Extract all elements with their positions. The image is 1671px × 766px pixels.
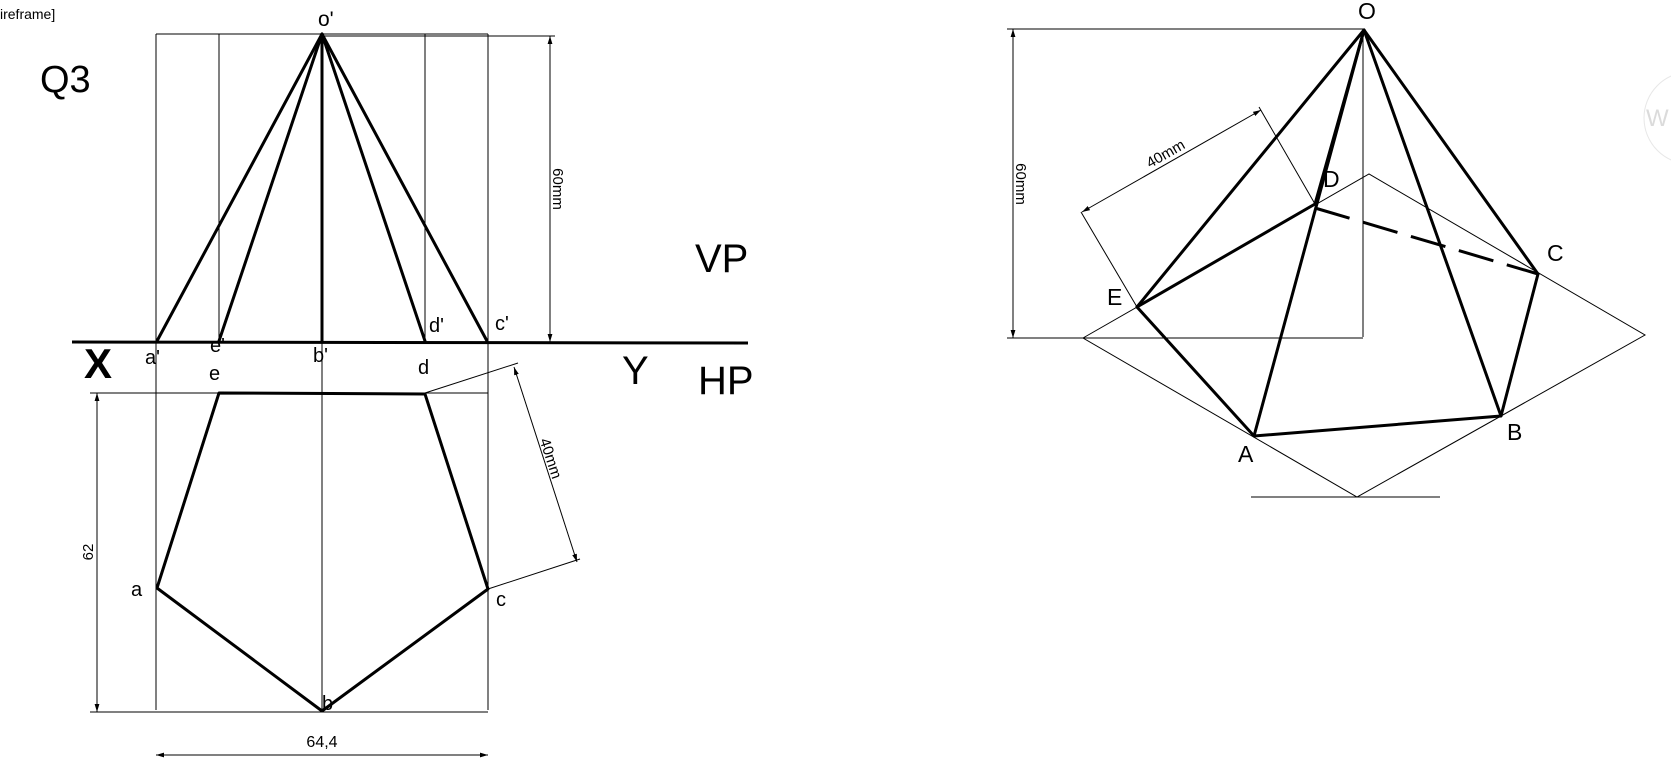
pictorial-side-dimension-label: 40mm <box>1143 136 1188 172</box>
elevation-label-e: e' <box>210 335 225 357</box>
quadrant-label: Q3 <box>40 59 91 101</box>
y-label: Y <box>622 349 649 393</box>
pictorial-label-B: B <box>1507 419 1522 445</box>
plan-side-dimension <box>513 366 578 563</box>
elevation-height-dimension-label: 60mm <box>549 168 566 210</box>
pictorial-view: 60mm 40mm O D C E A B <box>1007 0 1647 498</box>
elevation-pyramid-edges <box>155 32 489 343</box>
pictorial-label-E: E <box>1107 284 1122 310</box>
watermark: W <box>1643 75 1671 161</box>
elevation-label-d: d' <box>429 315 444 337</box>
elevation-label-o: o' <box>318 8 334 31</box>
plan-side-dimension-label: 40mm <box>536 436 565 481</box>
plan-label-d: d <box>418 357 429 379</box>
plan-width-dimension-label: 64,4 <box>306 734 337 751</box>
pictorial-label-D: D <box>1323 166 1340 192</box>
plan-depth-dimension-label: 62 <box>80 544 97 561</box>
pictorial-label-C: C <box>1547 240 1564 266</box>
plan-label-e: e <box>209 363 220 385</box>
pictorial-label-O: O <box>1358 0 1376 24</box>
xy-reference-line <box>71 340 749 345</box>
orthographic-views: 60mm 62 64,4 40mm Q3 VP HP X Y o' a' e' … <box>40 8 754 758</box>
x-label: X <box>84 340 112 387</box>
plan-label-a: a <box>131 579 143 601</box>
plan-label-c: c <box>496 589 506 611</box>
hp-label: HP <box>698 359 754 403</box>
plan-label-b: b <box>322 693 333 715</box>
pictorial-label-A: A <box>1238 441 1254 467</box>
pictorial-hidden-edge <box>1314 206 1539 276</box>
vp-label: VP <box>695 237 748 281</box>
svg-text:W: W <box>1646 105 1669 132</box>
plan-pentagon <box>155 391 490 713</box>
plan-construction-lines <box>90 362 581 713</box>
elevation-label-a: a' <box>145 347 160 369</box>
elevation-label-c: c' <box>495 313 509 335</box>
pictorial-pyramid-edges <box>1135 28 1540 438</box>
elevation-label-b: b' <box>313 345 328 367</box>
pictorial-height-dimension-label: 60mm <box>1012 163 1029 205</box>
pictorial-side-dimension <box>1081 109 1262 213</box>
corner-text: ireframe] <box>0 6 56 22</box>
